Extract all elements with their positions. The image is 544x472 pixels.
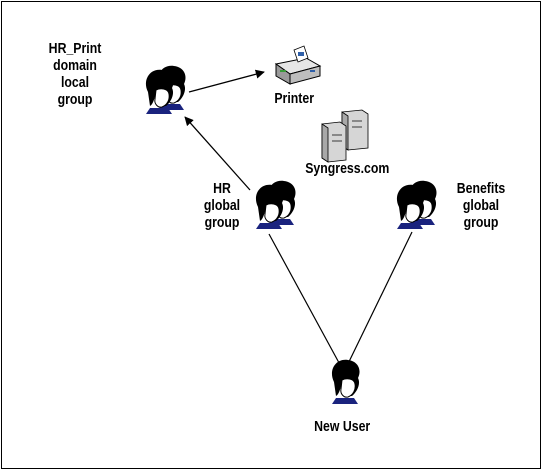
group-people-icon <box>396 180 438 230</box>
edge-hrprint-to-printer <box>188 69 265 93</box>
edge-newuser-to-benefits <box>343 231 413 373</box>
new-user-label: New User <box>314 418 371 435</box>
server-icon <box>321 109 369 163</box>
server-label: Syngress.com <box>305 160 390 177</box>
label-line: global <box>462 197 500 214</box>
edge-newuser-to-hrglobal <box>268 233 345 373</box>
edge-hrglobal-to-hrprint <box>184 116 251 191</box>
printer-label: Printer <box>274 90 315 107</box>
group-people-icon <box>145 65 187 115</box>
hr-global-group-label: HR global group <box>199 180 245 231</box>
label-line: group <box>204 214 240 231</box>
label-line: HR <box>213 180 231 197</box>
printer-icon <box>274 45 322 85</box>
group-people-icon <box>255 180 297 230</box>
hr-print-group-label: HR_Print domain local group <box>45 40 106 108</box>
label-line: domain <box>53 57 97 74</box>
benefits-global-group-label: Benefits global group <box>452 180 509 231</box>
label-line: group <box>57 91 93 108</box>
label-line: group <box>463 214 499 231</box>
person-icon <box>331 359 361 405</box>
label-line: HR_Print <box>48 40 102 57</box>
label-line: Benefits <box>456 180 506 197</box>
label-line: global <box>203 197 241 214</box>
label-line: local <box>60 74 90 91</box>
